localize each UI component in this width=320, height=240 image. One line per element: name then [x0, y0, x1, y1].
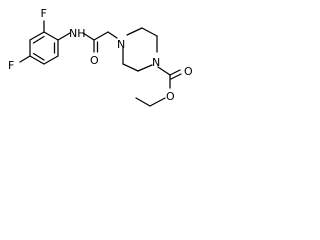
bond-ch2-ch3 [135, 97, 151, 107]
double-bond-inner [32, 52, 45, 61]
bond [126, 27, 143, 36]
molecule-structure: F F NH O N N O O [0, 0, 201, 121]
atom-fluorine-top: F [41, 7, 47, 20]
background [0, 0, 201, 121]
bond-nh-carbonyl [82, 32, 95, 41]
bond [137, 64, 153, 72]
atom-nitrogen-piperazine-2: N [152, 56, 160, 69]
atom-oxygen-ester: O [166, 90, 175, 103]
bond-c-o-carbonyl-double [170, 73, 182, 80]
bond [29, 55, 45, 65]
atom-fluorine-left: F [8, 59, 14, 72]
piperazine-ring [122, 27, 158, 72]
bond-carbonyl-ch2 [93, 31, 109, 41]
atom-oxygen-ester-carbonyl: O [184, 65, 193, 78]
bond-o-ch2 [149, 97, 166, 107]
bond-n-carbonyl [157, 66, 171, 76]
atom-nitrogen-piperazine-1: N [117, 38, 125, 51]
bond-c-o-carbonyl [169, 69, 181, 76]
atom-oxygen-amide: O [90, 54, 99, 67]
bond-ch2-n [107, 31, 118, 39]
bond [43, 31, 59, 41]
atom-nh: NH [69, 27, 86, 40]
bond-c-f-left [19, 55, 31, 63]
bond-c-nh [57, 32, 71, 41]
bond [122, 63, 139, 72]
bond [43, 55, 59, 65]
double-bond-inner [32, 35, 45, 44]
benzene-ring [29, 31, 59, 65]
bond [29, 31, 45, 41]
bond [141, 27, 158, 37]
